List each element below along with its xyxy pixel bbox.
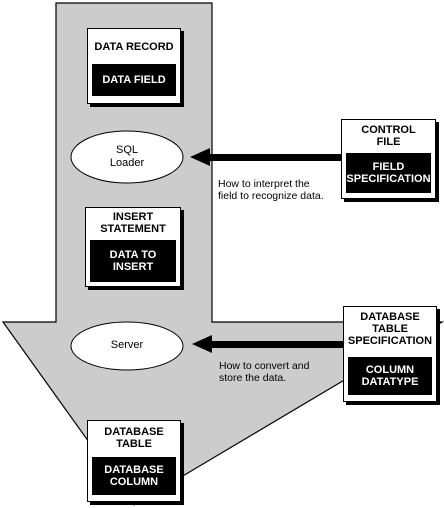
data-record-box: DATA RECORD DATA FIELD xyxy=(87,28,181,104)
control-file-arrow-shaft xyxy=(206,154,342,161)
server-ellipse xyxy=(70,321,184,371)
data-record-title: DATA RECORD xyxy=(94,41,174,53)
database-column-label: DATABASE COLUMN xyxy=(92,457,176,495)
sql-loader-ellipse xyxy=(70,130,184,184)
db-table-spec-box: DATABASE TABLE SPECIFICATION COLUMN DATA… xyxy=(343,306,437,402)
insert-statement-title: INSERT STATEMENT xyxy=(100,211,166,235)
db-spec-arrow-shaft xyxy=(208,341,344,348)
db-spec-arrowhead xyxy=(192,335,212,353)
control-file-box: CONTROL FILE FIELD SPECIFICATION xyxy=(341,119,436,199)
convert-note: How to convert and store the data. xyxy=(219,360,310,384)
control-file-arrowhead xyxy=(190,148,210,166)
server-label: Server xyxy=(110,339,144,351)
control-file-title: CONTROL FILE xyxy=(361,124,416,148)
insert-statement-box: INSERT STATEMENT DATA TO INSERT xyxy=(85,207,181,287)
database-table-box: DATABASE TABLE DATABASE COLUMN xyxy=(87,420,181,502)
interpret-note: How to interpret the field to recognize … xyxy=(218,178,324,202)
db-table-spec-title: DATABASE TABLE SPECIFICATION xyxy=(347,311,433,347)
field-specification-label: FIELD SPECIFICATION xyxy=(346,153,431,193)
column-datatype-label: COLUMN DATATYPE xyxy=(348,357,432,395)
sql-loader-label: SQL Loader xyxy=(109,144,145,169)
data-field-label: DATA FIELD xyxy=(92,64,176,96)
database-table-title: DATABASE TABLE xyxy=(104,426,164,450)
data-to-insert-label: DATA TO INSERT xyxy=(90,240,176,282)
